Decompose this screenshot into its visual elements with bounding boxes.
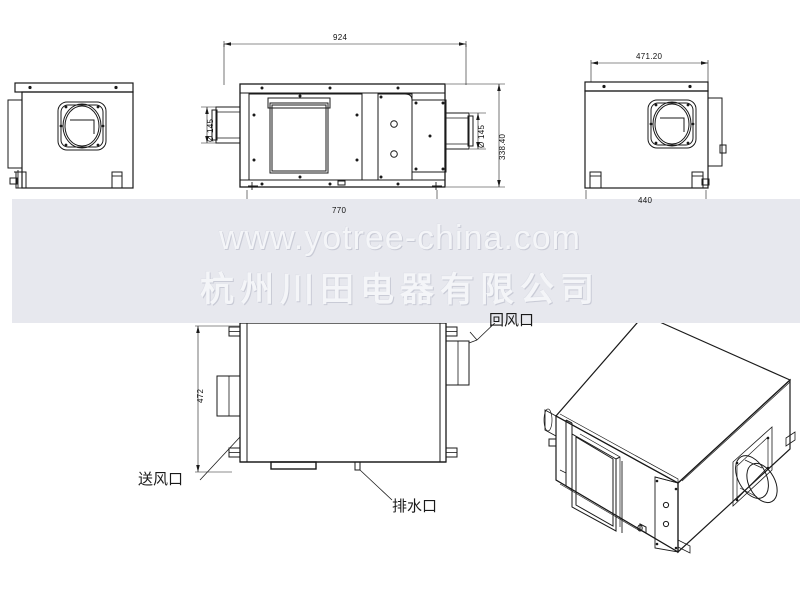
dim-label-base-width: 440 [638,196,653,205]
front-view [195,317,501,501]
callout-supply-air: 送风口 [138,470,184,488]
isometric-view [543,314,796,554]
dim-338 [446,83,505,188]
right-side-view [584,60,727,209]
dim-label-overall-width: 338.40 [498,133,507,160]
dim-label-overall-length: 924 [333,33,348,42]
top-view [201,41,505,219]
dim-label-front-height: 472 [196,388,205,403]
callout-return-air: 回风口 [489,311,535,329]
left-side-view [7,82,134,189]
dim-472 [195,325,240,473]
dim-dia145-left [201,106,216,144]
dim-dia145-right [470,112,486,150]
dim-label-outlet-diameter: Ø 145 [477,124,486,148]
dim-label-inlet-diameter: Ø 145 [206,118,215,142]
dim-label-base-length: 770 [332,206,347,215]
dim-471 [590,60,709,82]
callout-drain-port: 排水口 [392,497,438,515]
dim-label-overall-height: 471.20 [636,52,663,61]
dim-924 [223,41,467,85]
